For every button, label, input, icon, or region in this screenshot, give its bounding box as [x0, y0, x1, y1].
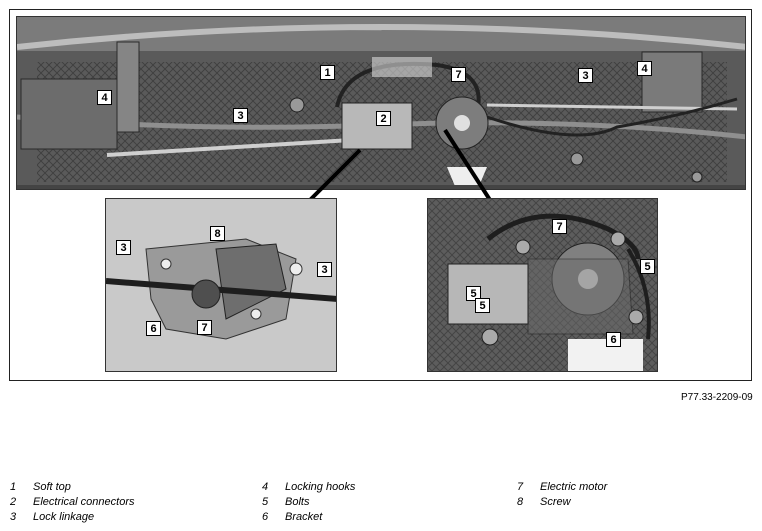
legend-number: 2 — [10, 496, 17, 508]
legend-number: 5 — [262, 496, 269, 508]
legend-column-1: 1 Soft top 2 Electrical connectors 3 Lock l… — [10, 481, 250, 526]
legend-item: 6 Bracket — [262, 511, 502, 526]
legend-label: Electric motor — [540, 481, 608, 493]
legend-number: 1 — [10, 481, 17, 493]
legend-label: Electrical connectors — [33, 496, 135, 508]
legend-item: 4 Locking hooks — [262, 481, 502, 496]
callout-8: 8 — [210, 226, 225, 241]
legend-column-2: 4 Locking hooks 5 Bolts 6 Bracket — [262, 481, 502, 526]
callout-5: 5 — [475, 298, 490, 313]
legend-number: 7 — [517, 481, 524, 493]
callout-3: 3 — [233, 108, 248, 123]
callout-6: 6 — [146, 321, 161, 336]
legend-number: 8 — [517, 496, 524, 508]
callout-7: 7 — [197, 320, 212, 335]
legend-label: Bolts — [285, 496, 310, 508]
legend-item: 5 Bolts — [262, 496, 502, 511]
top-photo — [16, 16, 746, 190]
detail-photo-lock-image — [106, 199, 336, 371]
callout-3: 3 — [116, 240, 131, 255]
callout-4: 4 — [97, 90, 112, 105]
figure-reference: P77.33-2209-09 — [681, 392, 753, 403]
legend-number: 4 — [262, 481, 269, 493]
callout-3: 3 — [317, 262, 332, 277]
legend-item: 3 Lock linkage — [10, 511, 250, 526]
detail-photo-motor — [427, 198, 658, 372]
legend-item: 8 Screw — [517, 496, 757, 511]
legend-label: Bracket — [285, 511, 323, 523]
callout-5: 5 — [640, 259, 655, 274]
legend-item: 1 Soft top — [10, 481, 250, 496]
legend-label: Locking hooks — [285, 481, 356, 493]
legend-item: 2 Electrical connectors — [10, 496, 250, 511]
legend-number: 6 — [262, 511, 269, 523]
legend-label: Lock linkage — [33, 511, 95, 523]
legend-label: Screw — [540, 496, 571, 508]
callout-4: 4 — [637, 61, 652, 76]
detail-photo-lock — [105, 198, 337, 372]
callout-5: 5 — [466, 286, 481, 301]
callout-6: 6 — [606, 332, 621, 347]
callout-1: 1 — [320, 65, 335, 80]
callout-3: 3 — [578, 68, 593, 83]
callout-2: 2 — [376, 111, 391, 126]
callout-7: 7 — [451, 67, 466, 82]
callout-7: 7 — [552, 219, 567, 234]
detail-photo-motor-image — [428, 199, 657, 371]
legend-item: 7 Electric motor — [517, 481, 757, 496]
legend-column-3: 7 Electric motor 8 Screw — [517, 481, 757, 511]
legend-number: 3 — [10, 511, 17, 523]
legend-label: Soft top — [33, 481, 71, 493]
